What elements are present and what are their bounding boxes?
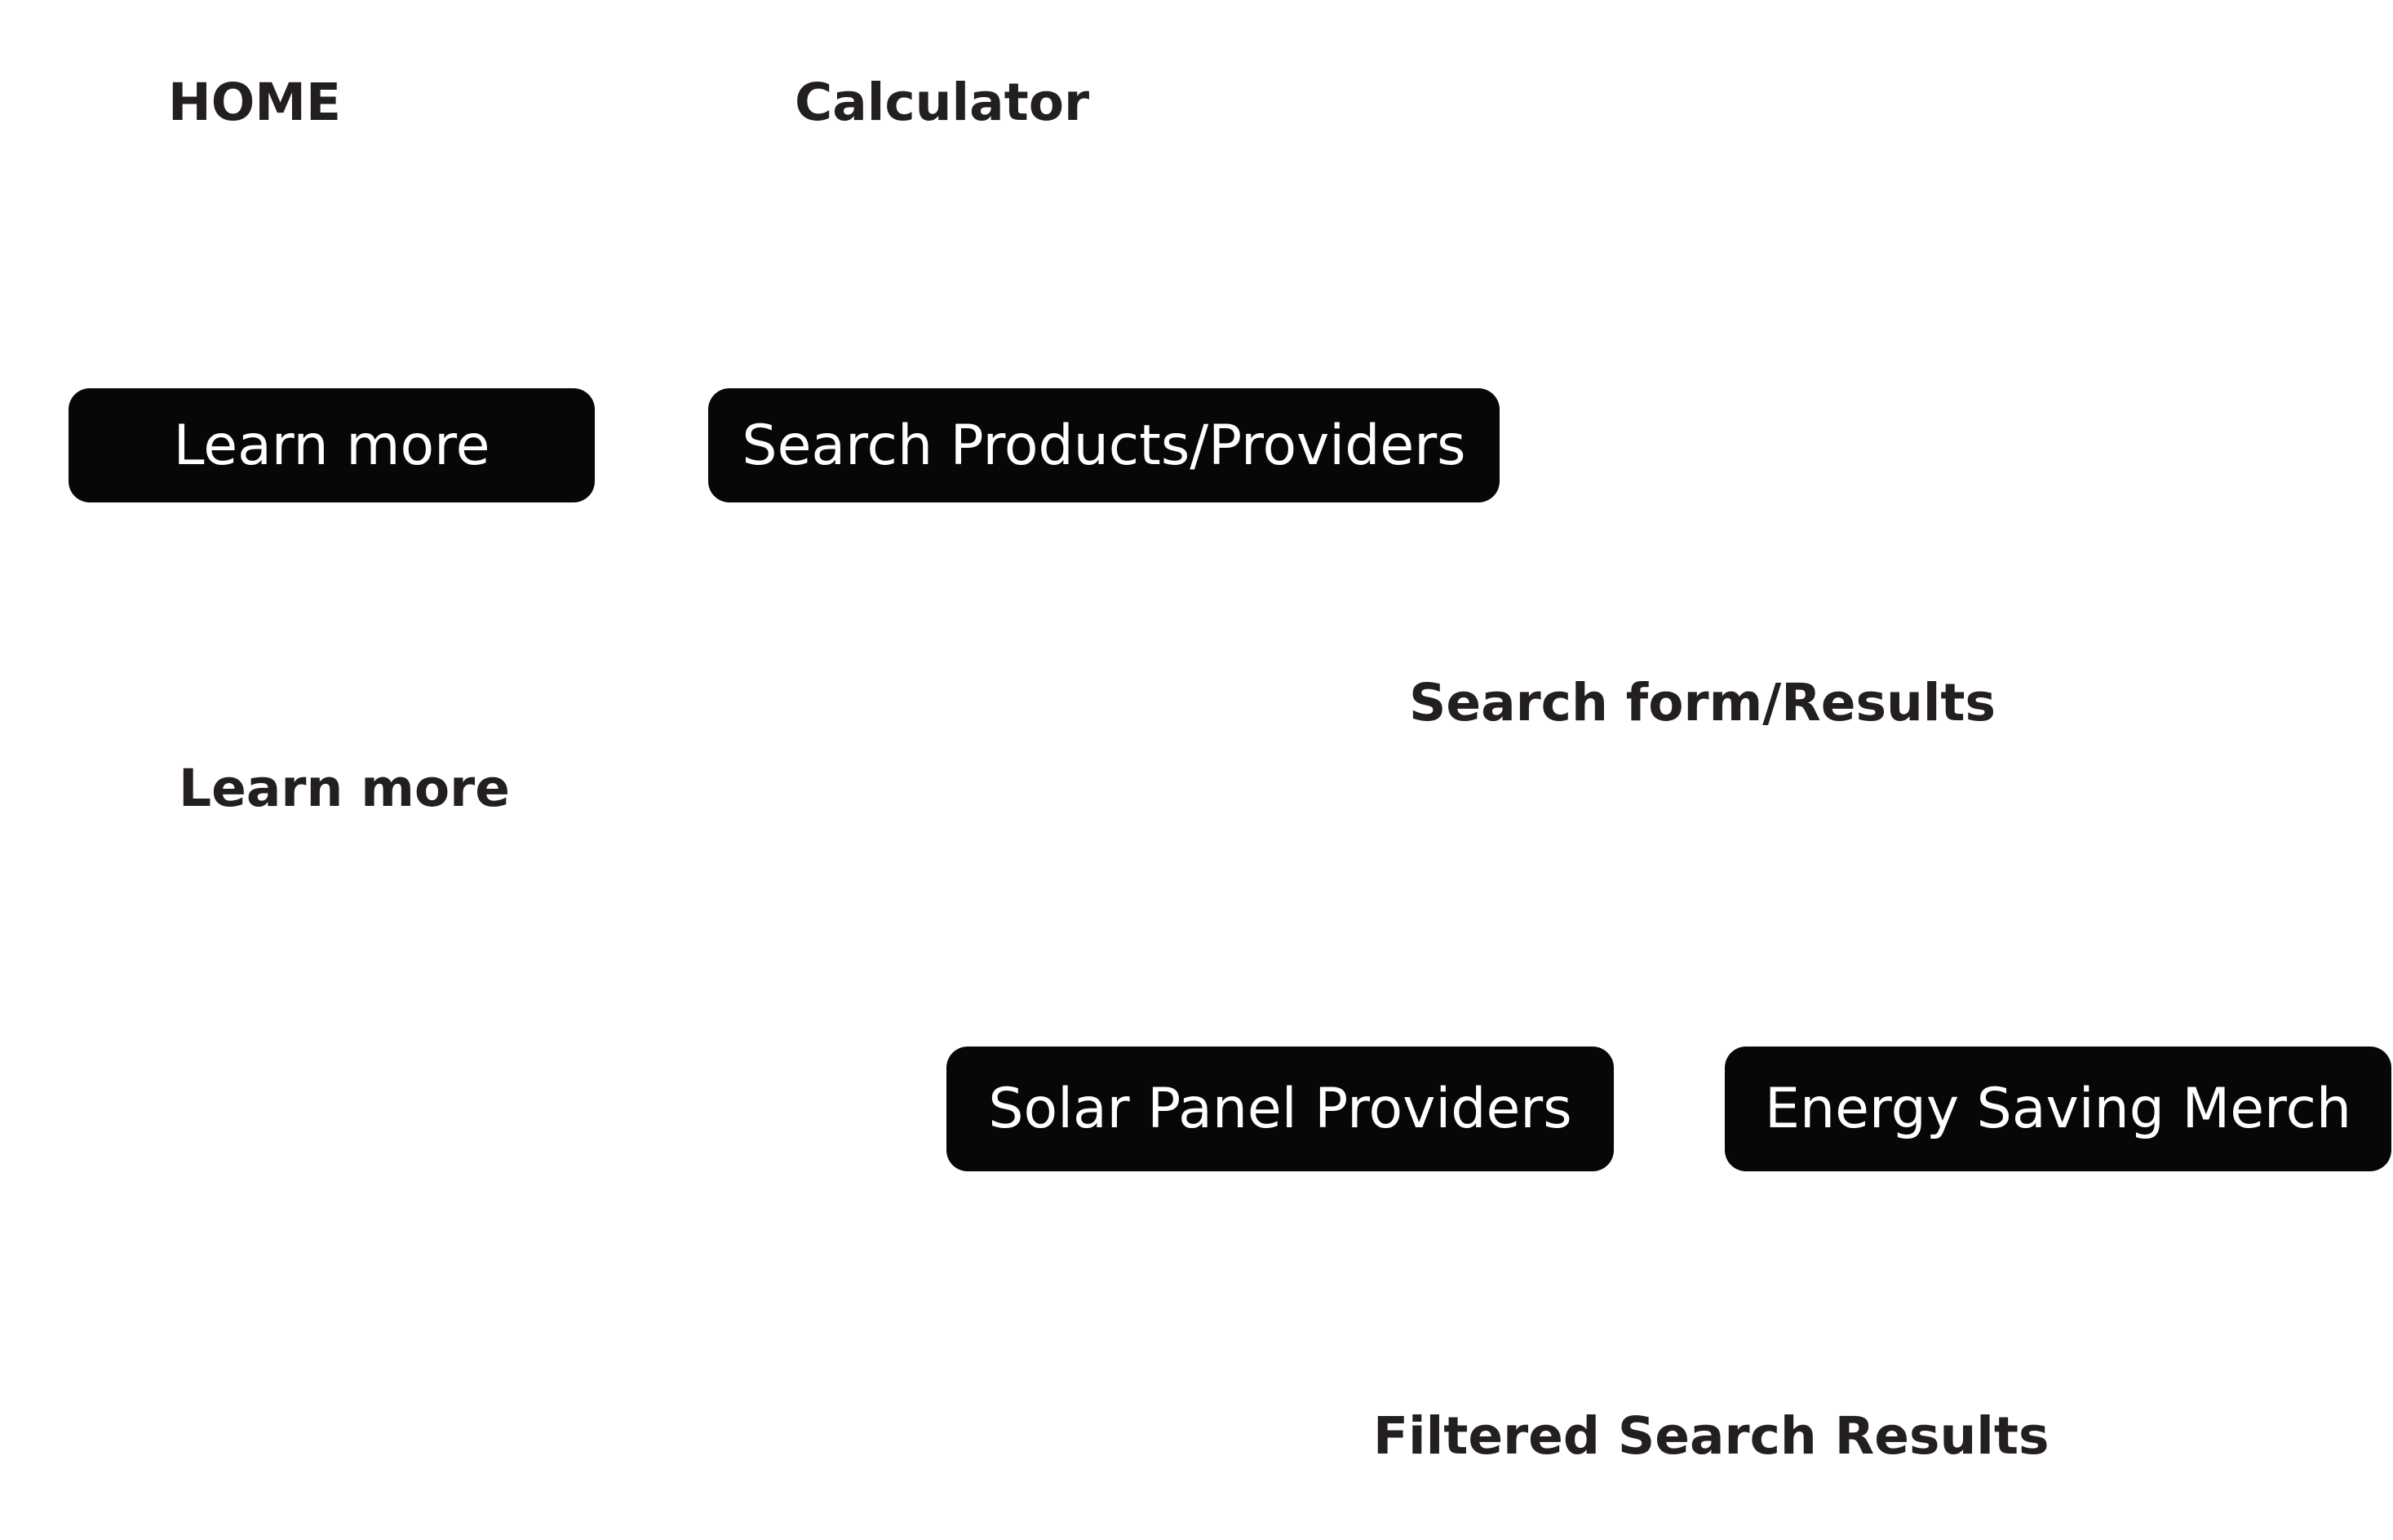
search-products-providers-button[interactable]: Search Products/Providers xyxy=(708,388,1500,502)
calculator-label: Calculator xyxy=(795,73,1090,132)
search-form-results-label: Search form/Results xyxy=(1409,673,1996,732)
home-label: HOME xyxy=(168,73,342,132)
energy-saving-merch-button[interactable]: Energy Saving Merch xyxy=(1725,1047,2391,1171)
learn-more-page-label: Learn more xyxy=(179,759,510,818)
solar-panel-providers-button[interactable]: Solar Panel Providers xyxy=(946,1047,1614,1171)
filtered-search-results-label: Filtered Search Results xyxy=(1373,1406,2050,1466)
learn-more-button[interactable]: Learn more xyxy=(69,388,595,502)
